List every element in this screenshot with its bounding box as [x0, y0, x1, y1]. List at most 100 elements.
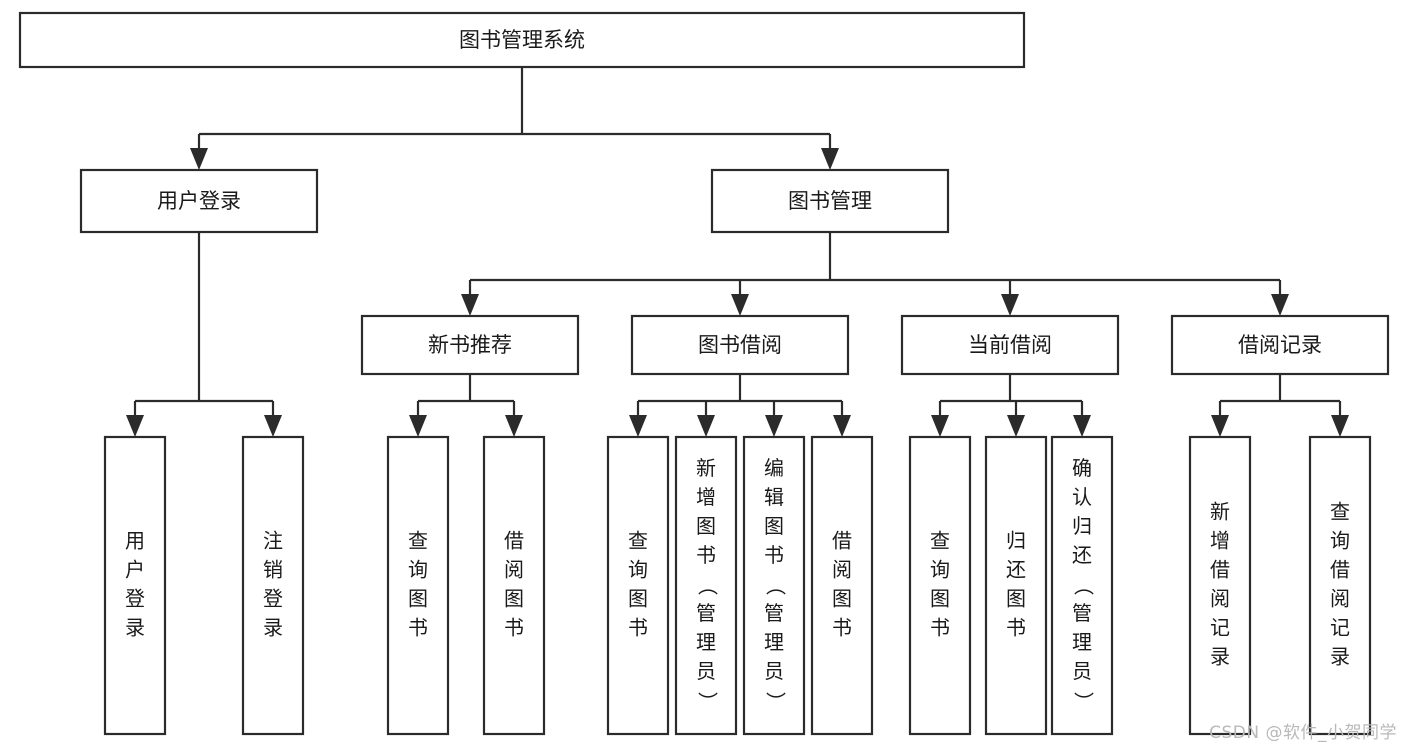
- node-label-char: 销: [263, 558, 283, 582]
- node-label-char: 还: [1006, 558, 1026, 582]
- node-l2-current-borrow[interactable]: 当前借阅: [900, 314, 1120, 376]
- node-box: [241, 435, 305, 736]
- connector-group: [629, 374, 851, 437]
- node-label-char: 员: [696, 659, 716, 683]
- node-label-char: 增: [1210, 529, 1230, 553]
- node-label-char: 图: [764, 514, 784, 538]
- node-label-char: 询: [408, 558, 428, 582]
- arrow-icon: [629, 415, 647, 437]
- arrow-icon: [1331, 415, 1349, 437]
- node-box: [810, 435, 874, 736]
- node-label: 图书管理系统: [459, 28, 585, 52]
- node-label-char: 书: [832, 616, 852, 640]
- node-leaf-user-login[interactable]: 用户登录: [103, 435, 167, 736]
- node-label-char: （: [696, 576, 720, 596]
- connector-layer: [126, 67, 1349, 437]
- node-box: [1050, 435, 1114, 736]
- arrow-icon: [1001, 294, 1019, 316]
- node-label-char: 阅: [1210, 587, 1230, 611]
- node-label: 新书推荐: [428, 333, 512, 357]
- node-label: 图书管理: [788, 189, 872, 213]
- node-label-char: 员: [1072, 659, 1092, 683]
- node-label-char: 借: [504, 529, 524, 553]
- connector-group: [1211, 374, 1349, 437]
- node-box: [360, 314, 580, 376]
- node-label-char: 书: [764, 543, 784, 567]
- node-label-char: 管: [1072, 601, 1092, 625]
- node-label-char: 书: [628, 616, 648, 640]
- arrow-icon: [409, 415, 427, 437]
- node-l2-borrow-record[interactable]: 借阅记录: [1170, 314, 1390, 376]
- node-label-char: 图: [1006, 587, 1026, 611]
- node-label-char: （: [1072, 576, 1096, 596]
- arrow-icon: [697, 415, 715, 437]
- node-l2-new-book-rec[interactable]: 新书推荐: [360, 314, 580, 376]
- node-label-char: 辑: [764, 485, 784, 509]
- node-label-char: 借: [832, 529, 852, 553]
- node-label-char: 注: [263, 529, 283, 553]
- node-label-char: 书: [504, 616, 524, 640]
- node-label-char: 阅: [832, 558, 852, 582]
- node-box: [710, 168, 950, 234]
- connector-group: [931, 374, 1091, 437]
- node-label-char: 录: [1330, 645, 1350, 669]
- node-label-char: 认: [1072, 485, 1092, 509]
- node-label-char: ）: [696, 692, 720, 712]
- node-label-char: 户: [125, 558, 145, 582]
- node-root[interactable]: 图书管理系统: [18, 11, 1026, 69]
- node-label-char: 录: [125, 616, 145, 640]
- node-label: 用户登录: [157, 189, 241, 213]
- node-l1-book-mgmt[interactable]: 图书管理: [710, 168, 950, 234]
- node-l1-user-login[interactable]: 用户登录: [79, 168, 319, 234]
- arrow-icon: [1211, 415, 1229, 437]
- arrow-icon: [1007, 415, 1025, 437]
- connector-group: [190, 67, 839, 170]
- node-box: [1188, 435, 1252, 736]
- node-label-char: 图: [504, 587, 524, 611]
- node-label-char: 阅: [504, 558, 524, 582]
- node-label-char: 管: [696, 601, 716, 625]
- node-label-char: 记: [1330, 616, 1350, 640]
- node-label-char: 询: [628, 558, 648, 582]
- node-label-char: 登: [263, 587, 283, 611]
- connector-group: [461, 232, 1289, 316]
- node-box: [742, 435, 806, 736]
- node-label-char: 书: [1006, 616, 1026, 640]
- node-label-char: 书: [696, 543, 716, 567]
- node-label-char: 新: [1210, 500, 1230, 524]
- node-box: [1308, 435, 1372, 736]
- node-label-char: 理: [1072, 630, 1092, 654]
- node-label-char: 记: [1210, 616, 1230, 640]
- node-label: 当前借阅: [968, 333, 1052, 357]
- node-label-char: 归: [1006, 529, 1026, 553]
- node-box: [1170, 314, 1390, 376]
- node-label-char: ）: [764, 692, 788, 712]
- node-box: [103, 435, 167, 736]
- node-label-char: 询: [930, 558, 950, 582]
- node-l2-book-borrow[interactable]: 图书借阅: [630, 314, 850, 376]
- node-label-char: 阅: [1330, 587, 1350, 611]
- node-label-char: 理: [764, 630, 784, 654]
- node-label-char: 编: [764, 456, 784, 480]
- node-label-char: 图: [832, 587, 852, 611]
- node-label-char: 用: [125, 529, 145, 553]
- arrow-icon: [931, 415, 949, 437]
- node-label-char: 归: [1072, 514, 1092, 538]
- node-label-char: 询: [1330, 529, 1350, 553]
- arrow-icon: [765, 415, 783, 437]
- node-label-char: 查: [628, 529, 648, 553]
